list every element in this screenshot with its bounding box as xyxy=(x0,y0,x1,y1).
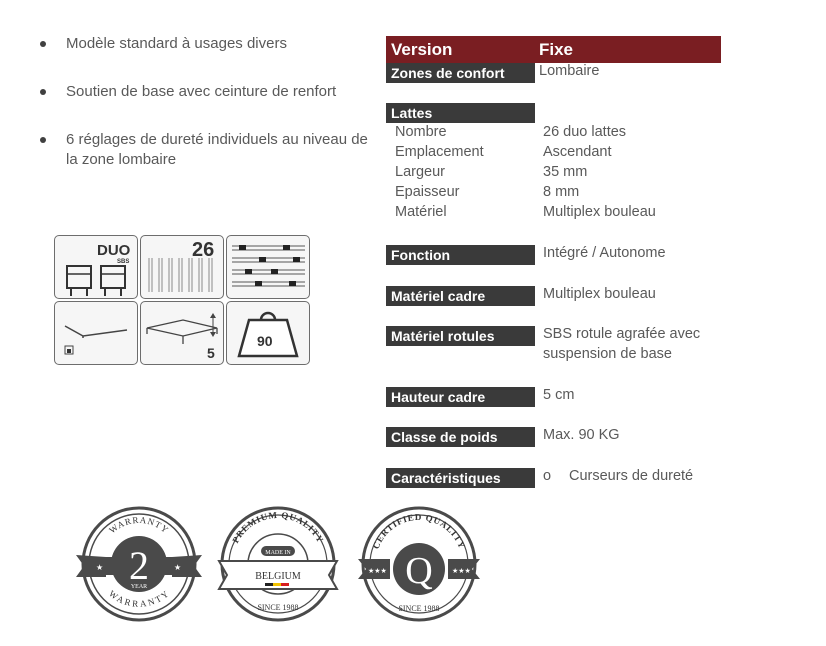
certified-quality-seal: CERTIFIED QUALITY Q ★★★ ★★★ SINCE 1988 xyxy=(356,505,482,628)
premium-since-text: SINCE 1988 xyxy=(257,603,298,612)
comfort-value: Lombaire xyxy=(539,63,600,79)
classe-poids-label: Classe de poids xyxy=(386,427,535,447)
version-value: Fixe xyxy=(539,40,574,59)
fonction-label: Fonction xyxy=(386,245,535,265)
feature-item: Soutien de base avec ceinture de renfort xyxy=(36,82,376,102)
spec-header: Version Fixe xyxy=(386,36,721,63)
version-label: Version xyxy=(391,40,453,59)
caracteristiques-label: Caractéristiques xyxy=(386,468,535,488)
svg-text:★: ★ xyxy=(96,563,103,572)
warranty-seal: WARRANTY WARRANTY 2 YEAR ★ ★ xyxy=(76,505,202,628)
materiel-rotules-value-2: suspension de base xyxy=(543,346,672,362)
lattes-epaisseur-label: Epaisseur xyxy=(395,184,460,200)
lattes-largeur-value: 35 mm xyxy=(543,164,588,180)
caracteristiques-bullet: o xyxy=(543,468,552,484)
adjustable-base-icon xyxy=(54,301,138,365)
comfort-label: Zones de confort xyxy=(386,63,535,83)
weight-text: 90 xyxy=(257,333,273,349)
weight-icon: 90 xyxy=(226,301,310,365)
materiel-cadre-label: Matériel cadre xyxy=(386,286,535,306)
classe-poids-value: Max. 90 KG xyxy=(543,427,620,443)
premium-quality-seal: PREMIUM QUALITY MADE IN BELGIUM SINCE 19… xyxy=(215,505,341,628)
lattes-epaisseur-value: 8 mm xyxy=(543,184,580,200)
premium-country-text: BELGIUM xyxy=(255,571,301,582)
lattes-largeur-label: Largeur xyxy=(395,164,445,180)
lattes-nombre-label: Nombre xyxy=(395,124,447,140)
duo-sbs-icon: DUO SBS xyxy=(54,235,138,299)
slider-pattern-icon xyxy=(226,235,310,299)
lattes-materiel-value: Multiplex bouleau xyxy=(543,204,656,220)
materiel-cadre-value: Multiplex bouleau xyxy=(543,286,656,302)
caracteristiques-value: Curseurs de dureté xyxy=(569,468,694,484)
duo-title-text: DUO xyxy=(97,242,131,259)
premium-made-text: MADE IN xyxy=(265,550,291,556)
fonction-value: Intégré / Autonome xyxy=(543,245,666,261)
hauteur-cadre-label: Hauteur cadre xyxy=(386,387,535,407)
materiel-rotules-label: Matériel rotules xyxy=(386,326,535,346)
svg-text:★★★: ★★★ xyxy=(368,567,387,575)
duo-sub-text: SBS xyxy=(117,259,129,265)
lattes-emplacement-label: Emplacement xyxy=(395,144,484,160)
height-steps-text: 5 xyxy=(207,345,215,361)
feature-list: Modèle standard à usages divers Soutien … xyxy=(36,34,376,198)
certified-letter-text: Q xyxy=(405,550,432,592)
lattes-emplacement-value: Ascendant xyxy=(543,144,612,160)
slat-count-icon: 26 xyxy=(140,235,224,299)
lattes-nombre-value: 26 duo lattes xyxy=(543,124,627,140)
lattes-materiel-label: Matériel xyxy=(395,204,447,220)
svg-text:★: ★ xyxy=(174,563,181,572)
frame-height-icon: 5 xyxy=(140,301,224,365)
hauteur-cadre-value: 5 cm xyxy=(543,387,575,403)
slat-count-text: 26 xyxy=(192,239,214,261)
lattes-label: Lattes xyxy=(386,103,535,123)
feature-item: 6 réglages de dureté individuels au nive… xyxy=(36,130,376,170)
materiel-rotules-value-1: SBS rotule agrafée avec xyxy=(543,326,701,342)
warranty-unit-text: YEAR xyxy=(131,584,147,590)
feature-item: Modèle standard à usages divers xyxy=(36,34,376,54)
certified-since-text: SINCE 1988 xyxy=(398,604,439,613)
warranty-number-text: 2 xyxy=(129,543,149,588)
svg-text:★★★: ★★★ xyxy=(452,567,471,575)
